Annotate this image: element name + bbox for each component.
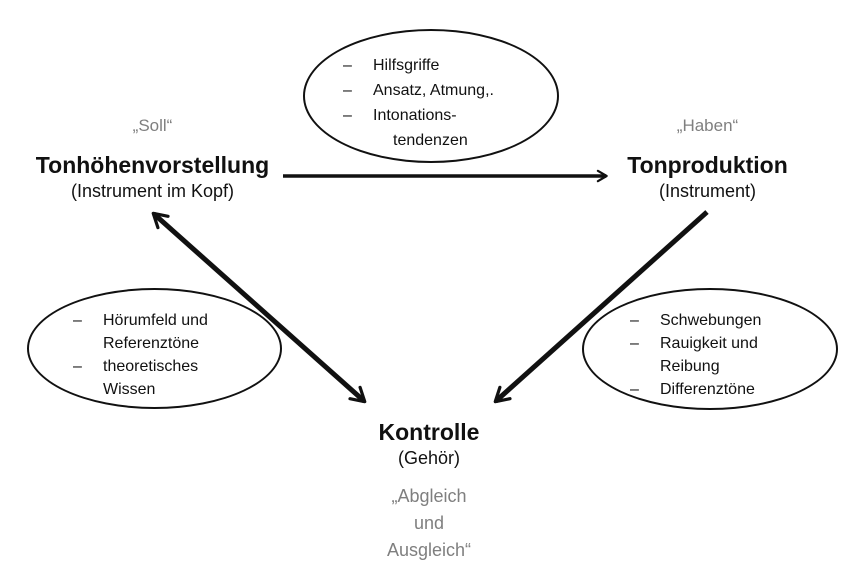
dash-bullet: – — [630, 381, 639, 398]
dash-bullet: – — [630, 335, 639, 352]
list-item: – theoretisches — [73, 355, 208, 378]
list-item-text: Referenztöne — [103, 335, 200, 352]
quote-haben: „Haben“ — [676, 116, 739, 135]
quote-line: „Abgleich — [391, 486, 467, 506]
list-item: – Hilfsgriffe — [343, 53, 494, 78]
node-kontrolle: Kontrolle (Gehör) „Abgleich und Ausgleic… — [329, 417, 529, 564]
dash-bullet — [343, 128, 373, 153]
list-item-text: Hörumfeld und — [103, 312, 208, 329]
list-item-text: theoretisches — [103, 358, 199, 375]
list-item: – Intonations- — [343, 103, 494, 128]
ellipse-hearing-knowledge — [27, 288, 282, 409]
ellipse-acoustic-cues — [582, 288, 838, 410]
list-item-text: tendenzen — [393, 132, 468, 149]
list-item: – Schwebungen — [630, 309, 761, 332]
node-subtitle-gehoer: (Gehör) — [397, 448, 460, 468]
dash-bullet: – — [343, 107, 352, 124]
dash-bullet: – — [630, 312, 639, 329]
list-item: Referenztöne — [73, 332, 208, 355]
acoustic-cues-list: – Schwebungen – Rauigkeit und Reibung – … — [630, 309, 761, 401]
list-item-text: Wissen — [103, 381, 156, 398]
node-tonhoehenvorstellung: „Soll“ Tonhöhenvorstellung (Instrument i… — [10, 116, 295, 202]
node-title-kontrolle: Kontrolle — [378, 419, 480, 445]
quote-abgleich-und-ausgleich: „Abgleich und Ausgleich“ — [329, 483, 529, 564]
list-item: – Rauigkeit und — [630, 332, 761, 355]
list-item-text: Differenztöne — [660, 381, 755, 398]
ellipse-production-factors — [303, 29, 559, 163]
list-item-text: Hilfsgriffe — [373, 57, 440, 74]
node-subtitle-instrument-im-kopf: (Instrument im Kopf) — [70, 181, 235, 201]
production-factors-list: – Hilfsgriffe – Ansatz, Atmung,. – Inton… — [343, 53, 494, 153]
dash-bullet: – — [343, 57, 352, 74]
list-item: Reibung — [630, 355, 761, 378]
list-item-text: Rauigkeit und — [660, 335, 758, 352]
list-item-text: Schwebungen — [660, 312, 762, 329]
dash-bullet: – — [73, 358, 82, 375]
dash-bullet — [73, 378, 103, 401]
dash-bullet — [630, 355, 660, 378]
list-item: – Ansatz, Atmung,. — [343, 78, 494, 103]
list-item: Wissen — [73, 378, 208, 401]
list-item: – Differenztöne — [630, 378, 761, 401]
quote-line: und — [413, 513, 445, 533]
node-title-tonhoehenvorstellung: Tonhöhenvorstellung — [35, 152, 270, 178]
quote-soll: „Soll“ — [132, 116, 173, 135]
list-item-text: Ansatz, Atmung,. — [373, 82, 494, 99]
quote-line: Ausgleich“ — [386, 540, 472, 560]
list-item: – Hörumfeld und — [73, 309, 208, 332]
hearing-knowledge-list: – Hörumfeld und Referenztöne – theoretis… — [73, 309, 208, 401]
node-subtitle-instrument: (Instrument) — [658, 181, 757, 201]
dash-bullet: – — [343, 82, 352, 99]
node-tonproduktion: „Haben“ Tonproduktion (Instrument) — [585, 116, 830, 202]
list-item: tendenzen — [343, 128, 494, 153]
list-item-text: Reibung — [660, 358, 720, 375]
list-item-text: Intonations- — [373, 107, 457, 124]
node-title-tonproduktion: Tonproduktion — [627, 152, 788, 178]
dash-bullet — [73, 332, 103, 355]
dash-bullet: – — [73, 312, 82, 329]
